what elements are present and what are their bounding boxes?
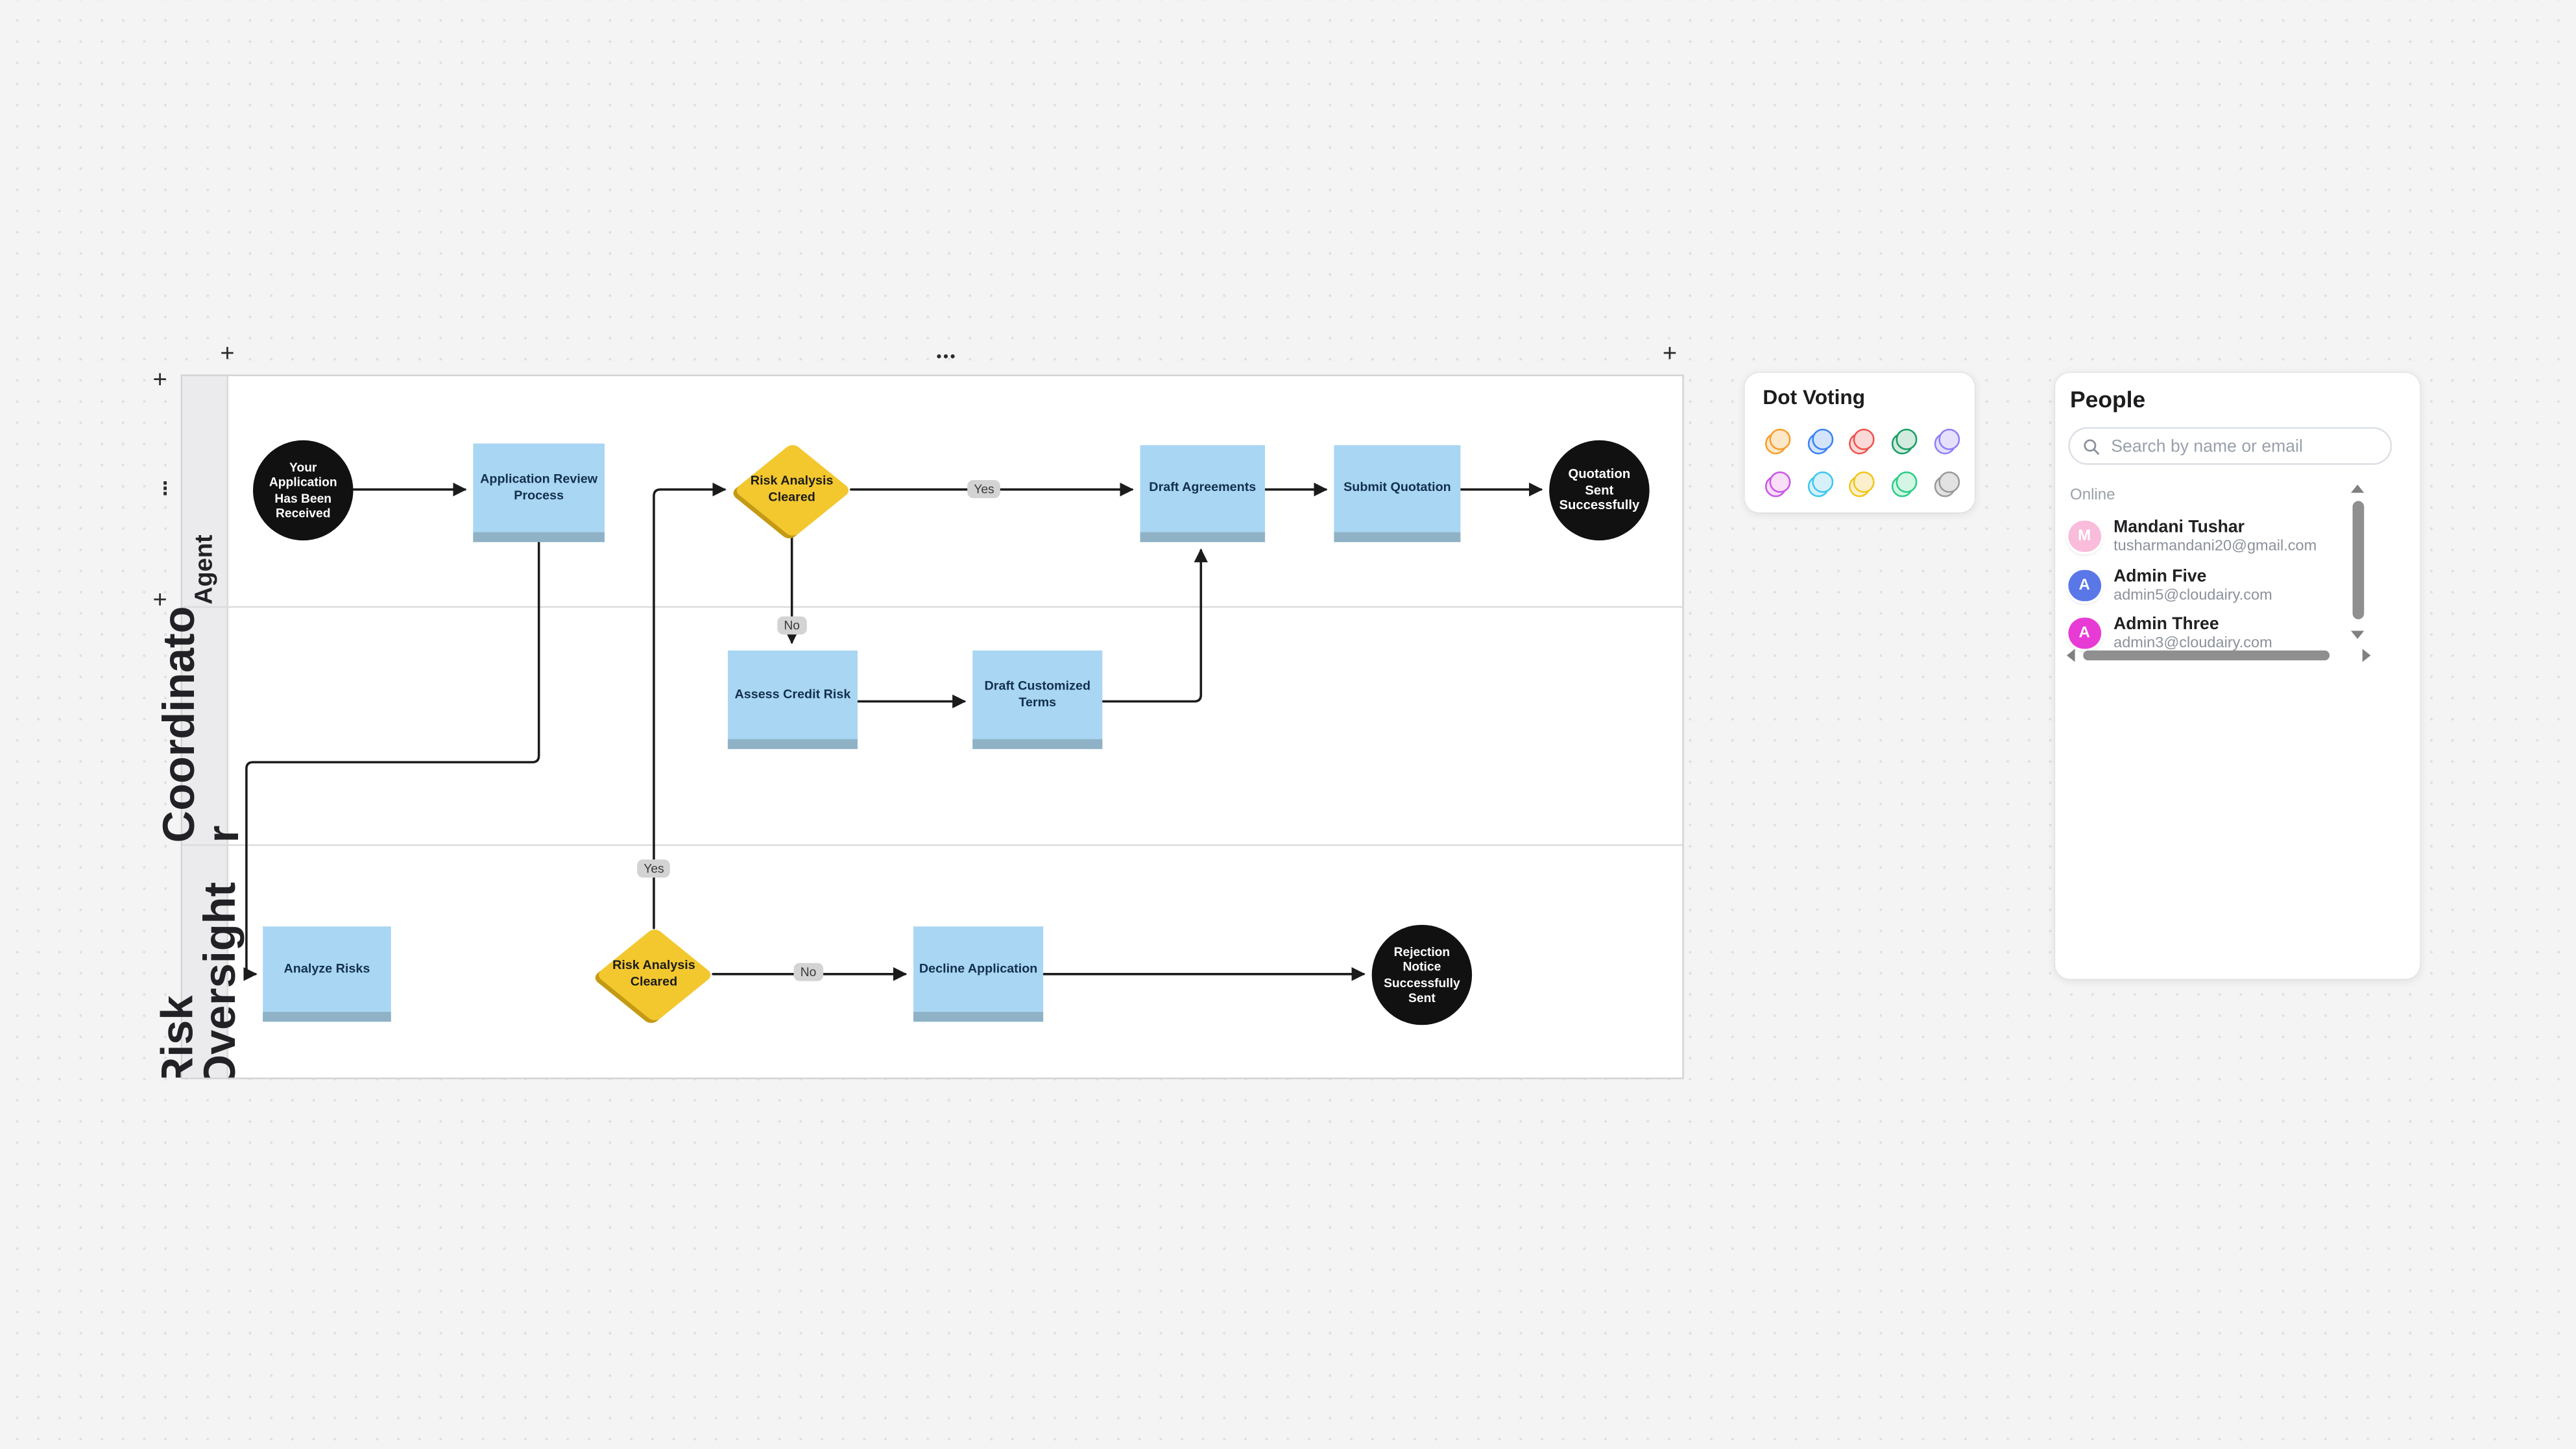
people-search-input[interactable] (2108, 434, 2377, 458)
vote-dot-violet[interactable] (1933, 427, 1960, 454)
vote-dot-blue[interactable] (1807, 427, 1834, 454)
add-lane-left-mid-button[interactable]: + (152, 586, 167, 615)
online-section-label: Online (2069, 486, 2115, 505)
person-name: Admin Three (2113, 614, 2219, 634)
lane-divider[interactable] (182, 605, 1683, 607)
task-assess-credit-risk[interactable]: Assess Credit Risk (727, 650, 858, 749)
add-lane-top-left-button[interactable]: + (220, 340, 235, 368)
connector-layer (243, 481, 1543, 981)
vertical-scrollbar-thumb[interactable] (2352, 501, 2364, 619)
end-event-quotation-sent[interactable]: Quotation Sent Successfully (1549, 440, 1650, 541)
vote-dot-emerald[interactable] (1892, 470, 1918, 497)
edge-label-no-1[interactable]: No (777, 616, 807, 636)
add-lane-left-top-button[interactable]: + (152, 366, 167, 394)
vote-dot-magenta[interactable] (1765, 470, 1792, 497)
lane-divider[interactable] (182, 843, 1683, 845)
connector-review-to-analyze[interactable] (243, 540, 540, 981)
search-icon (2084, 438, 2099, 454)
person-name: Mandani Tushar (2113, 517, 2245, 537)
edge-label-no-2[interactable]: No (793, 963, 823, 982)
person-row[interactable]: A Admin Five admin5@cloudairy.com (2068, 564, 2348, 608)
scroll-down-arrow[interactable] (2351, 630, 2365, 640)
dot-voting-panel: Dot Voting (1744, 372, 1975, 513)
edge-label-yes-1[interactable]: Yes (967, 480, 1001, 499)
person-email: admin3@cloudairy.com (2113, 634, 2272, 651)
task-application-review[interactable]: Application Review Process (473, 443, 605, 542)
people-title: People (2069, 386, 2146, 413)
edge-label-yes-2[interactable]: Yes (637, 859, 671, 879)
people-search[interactable] (2068, 427, 2392, 465)
decision-risk-cleared-1[interactable]: Risk Analysis Cleared (732, 441, 852, 538)
task-draft-customized-terms[interactable]: Draft Customized Terms (972, 650, 1103, 749)
connector-decision2-yes-to-decision1[interactable] (653, 481, 727, 929)
vote-dot-green[interactable] (1892, 427, 1918, 454)
person-row[interactable]: A Admin Three admin3@cloudairy.com (2068, 611, 2348, 655)
scroll-left-arrow[interactable] (2066, 649, 2075, 662)
task-analyze-risks[interactable]: Analyze Risks (263, 926, 391, 1022)
person-name: Admin Five (2113, 566, 2207, 586)
avatar: M (2068, 520, 2101, 553)
vote-dot-orange[interactable] (1765, 427, 1792, 454)
task-decline-application[interactable]: Decline Application (913, 926, 1044, 1022)
decision-risk-cleared-2[interactable]: Risk Analysis Cleared (594, 926, 714, 1022)
vote-dot-gray[interactable] (1933, 470, 1960, 497)
add-lane-top-right-button[interactable]: + (1662, 340, 1678, 368)
vote-dot-cyan[interactable] (1807, 470, 1834, 497)
scroll-right-arrow[interactable] (2362, 649, 2371, 662)
person-email: admin5@cloudairy.com (2113, 586, 2272, 603)
frame-more-menu-icon[interactable]: ••• (936, 348, 957, 365)
task-submit-quotation[interactable]: Submit Quotation (1334, 445, 1461, 542)
start-event-node[interactable]: Your Application Has Been Received (253, 440, 354, 541)
task-draft-agreements[interactable]: Draft Agreements (1140, 445, 1266, 542)
person-row[interactable]: M Mandani Tushar tusharmandani20@gmail.c… (2068, 514, 2348, 558)
dot-voting-title: Dot Voting (1763, 386, 1866, 409)
scroll-up-arrow[interactable] (2351, 485, 2365, 493)
dot-voting-grid (1759, 417, 1969, 503)
end-event-rejection-sent[interactable]: Rejection Notice Successfully Sent (1371, 924, 1473, 1025)
people-panel: People Online M Mandani Tushar tusharman… (2055, 372, 2420, 979)
horizontal-scrollbar-thumb[interactable] (2083, 649, 2330, 661)
avatar: A (2068, 569, 2101, 602)
vote-dot-red[interactable] (1849, 427, 1875, 454)
person-email: tusharmandani20@gmail.com (2113, 537, 2317, 554)
frame-drag-handle-icon[interactable]: ⋮ (156, 479, 175, 499)
avatar: A (2068, 617, 2101, 649)
lane-header-column (182, 375, 229, 1077)
vote-dot-yellow[interactable] (1849, 470, 1875, 497)
connector-terms-to-draft[interactable] (1101, 547, 1208, 702)
